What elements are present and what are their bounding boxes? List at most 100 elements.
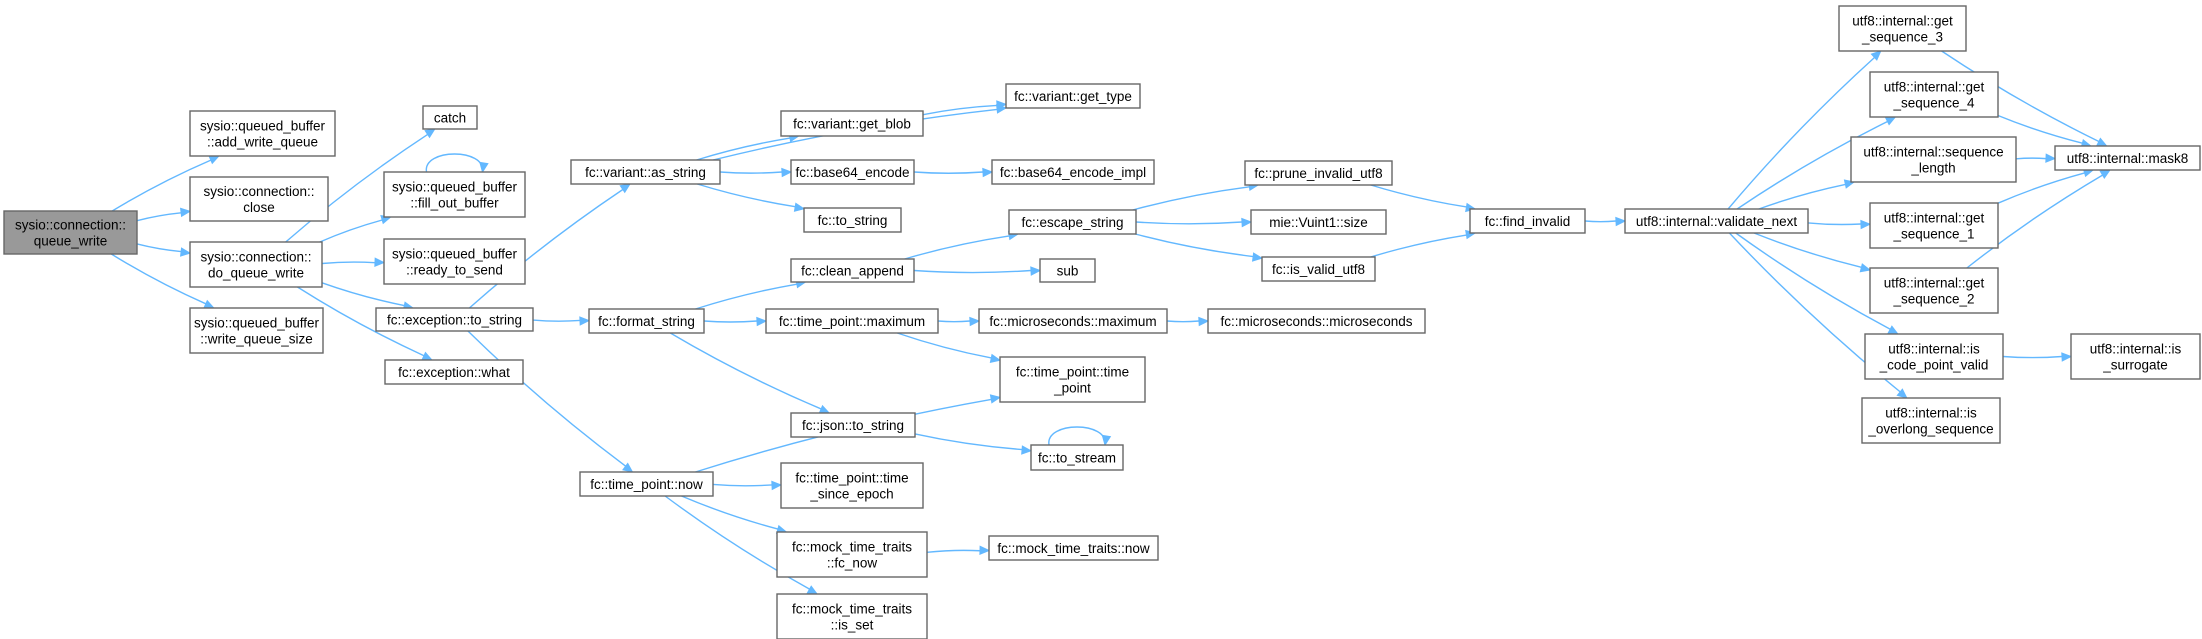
node-is-overlong[interactable]: utf8::internal::is_overlong_sequence [1861, 397, 2001, 444]
arrowhead [179, 207, 192, 218]
node-get-seq-2[interactable]: utf8::internal::get_sequence_2 [1869, 267, 1999, 314]
node-box [991, 159, 1155, 185]
node-fc-to-string[interactable]: fc::to_string [803, 207, 902, 233]
node-box [375, 307, 534, 332]
arrowhead [2061, 352, 2073, 362]
node-ready-to-send[interactable]: sysio::queued_buffer::ready_to_send [383, 238, 526, 285]
arrowhead [1896, 388, 1908, 399]
node-exc-to-string[interactable]: fc::exception::to_string [375, 307, 534, 332]
node-box [422, 105, 478, 130]
edge-line [1941, 50, 2100, 143]
node-mock-fc-now[interactable]: fc::mock_time_traits::fc_now [776, 531, 928, 578]
node-get-seq-4[interactable]: utf8::internal::get_sequence_4 [1869, 71, 1999, 118]
node-label: sysio::queued_buffer [200, 119, 326, 134]
node-close[interactable]: sysio::connection::close [189, 176, 329, 222]
edge-line [1370, 234, 1467, 258]
edge-tp_maximum-to-tp_ctor [897, 332, 1002, 364]
edge-line [669, 332, 822, 410]
node-box [1005, 83, 1141, 109]
node-escape-string[interactable]: fc::escape_string [1008, 209, 1137, 235]
edge-tp_now-to-mock_fc_now [681, 495, 788, 535]
edge-variant_as_string-to-fc_to_string [697, 183, 806, 212]
edge-exc_to_string-to-format_string [532, 316, 591, 326]
edge-line [136, 243, 182, 253]
node-box [1244, 160, 1393, 186]
arrowhead [1887, 325, 1899, 335]
node-label: utf8::internal::sequence [1863, 145, 2003, 160]
node-is-valid-utf8[interactable]: fc::is_valid_utf8 [1261, 256, 1376, 282]
node-clean-append[interactable]: fc::clean_append [790, 258, 915, 283]
node-label: sysio::queued_buffer [392, 247, 518, 262]
edge-do_queue_write-to-catch [285, 128, 436, 243]
node-prune-invalid-utf8[interactable]: fc::prune_invalid_utf8 [1244, 160, 1393, 186]
edge-line [1966, 174, 2103, 269]
node-exc-what[interactable]: fc::exception::what [384, 359, 524, 385]
node-label: fc::time_point::time [1016, 365, 1129, 380]
node-vuint-size[interactable]: mie::Vuint1::size [1250, 209, 1387, 235]
node-seq-length[interactable]: utf8::internal::sequence_length [1850, 136, 2017, 183]
node-validate-next[interactable]: utf8::internal::validate_next [1624, 208, 1809, 234]
node-to-stream[interactable]: fc::to_stream [1030, 444, 1124, 471]
arrowhead [1870, 50, 1882, 61]
node-fill-out-buffer[interactable]: sysio::queued_buffer::fill_out_buffer [383, 171, 526, 218]
node-tp-now[interactable]: fc::time_point::now [579, 471, 714, 497]
node-tp-maximum[interactable]: fc::time_point::maximum [765, 308, 939, 334]
edge-line [897, 332, 992, 359]
edge-line [1997, 172, 2085, 204]
node-find-invalid[interactable]: fc::find_invalid [1469, 208, 1586, 234]
node-get-seq-1[interactable]: utf8::internal::get_sequence_1 [1869, 202, 1999, 249]
node-label: ::write_queue_size [200, 332, 313, 347]
node-label: fc::format_string [598, 314, 695, 329]
arrowhead [1030, 266, 1042, 276]
node-box [383, 238, 526, 285]
node-tp-ctor[interactable]: fc::time_point::time_point [999, 356, 1146, 403]
edge-line [1135, 233, 1254, 258]
node-box [1864, 333, 2004, 380]
node-box [780, 462, 924, 509]
node-label: _length [1910, 161, 1955, 176]
edge-base64_encode-to-base64_encode_impl [913, 167, 994, 178]
node-mock-is-set[interactable]: fc::mock_time_traits::is_set [776, 593, 928, 639]
node-base64-encode[interactable]: fc::base64_encode [790, 159, 915, 185]
node-box [978, 308, 1168, 334]
node-get-seq-3[interactable]: utf8::internal::get_sequence_3 [1838, 5, 1967, 52]
node-mask8[interactable]: utf8::internal::mask8 [2054, 145, 2201, 171]
node-queue-write[interactable]: sysio::connection::queue_write [3, 210, 138, 255]
node-us-maximum[interactable]: fc::microseconds::maximum [978, 308, 1168, 334]
arrowhead [1198, 316, 1210, 327]
edge-variant_get_blob-to-variant_get_type [922, 100, 1008, 116]
edge-line [321, 282, 405, 307]
node-variant-get-blob[interactable]: fc::variant::get_blob [780, 110, 924, 137]
edge-queue_write-to-do_queue_write [136, 243, 192, 257]
node-time-since-epoch[interactable]: fc::time_point::time_since_epoch [780, 462, 924, 509]
node-is-surrogate[interactable]: utf8::internal::is_surrogate [2070, 333, 2201, 380]
node-box [999, 356, 1146, 403]
node-is-code-point-valid[interactable]: utf8::internal::is_code_point_valid [1864, 333, 2004, 380]
node-box [988, 535, 1159, 561]
node-label: _overlong_sequence [1867, 422, 1993, 437]
node-mock-now[interactable]: fc::mock_time_traits::now [988, 535, 1159, 561]
node-format-string[interactable]: fc::format_string [588, 308, 705, 334]
node-label: _sequence_2 [1892, 292, 1974, 307]
node-box [790, 412, 916, 438]
node-add-write-queue[interactable]: sysio::queued_buffer::add_write_queue [189, 110, 336, 157]
node-box [189, 176, 329, 222]
node-json-to-string[interactable]: fc::json::to_string [790, 412, 916, 438]
node-variant-get-type[interactable]: fc::variant::get_type [1005, 83, 1141, 109]
node-do-queue-write[interactable]: sysio::connection::do_queue_write [189, 241, 323, 288]
node-box [1624, 208, 1809, 234]
edge-tp_now-to-time_since_epoch [712, 480, 783, 491]
edge-validate_next-to-get_seq_1 [1807, 219, 1872, 230]
edge-exc_to_string-to-tp_now [467, 330, 634, 473]
edge-is_code_point_valid-to-is_surrogate [2002, 352, 2073, 362]
edge-line [1584, 220, 1617, 223]
edge-line [712, 483, 773, 487]
edge-validate_next-to-get_seq_2 [1753, 232, 1872, 273]
node-base64-encode-impl[interactable]: fc::base64_encode_impl [991, 159, 1155, 185]
node-sub[interactable]: sub [1039, 258, 1096, 283]
node-variant-as-string[interactable]: fc::variant::as_string [570, 159, 721, 185]
node-us-ctor[interactable]: fc::microseconds::microseconds [1207, 308, 1426, 334]
node-write-queue-size[interactable]: sysio::queued_buffer::write_queue_size [189, 307, 324, 354]
node-catch[interactable]: catch [422, 105, 478, 130]
node-box [1869, 202, 1999, 249]
